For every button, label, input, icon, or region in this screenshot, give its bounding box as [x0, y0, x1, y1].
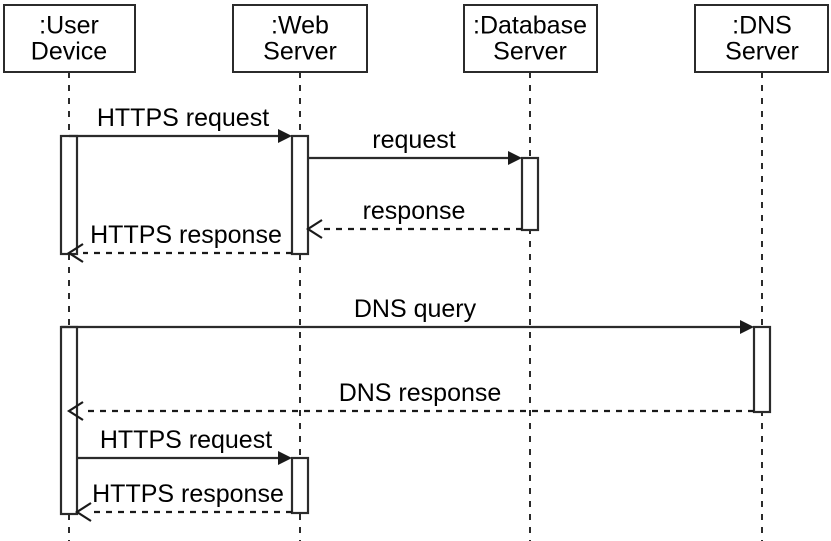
lifeline-box-group: :UserDevice:WebServer:DatabaseServer:DNS…	[3, 4, 829, 73]
message-label-msg-https-response-2: HTTPS response	[92, 480, 284, 508]
activation-rect-act-dns-1	[752, 325, 772, 414]
activation-act-dns-1	[752, 325, 772, 414]
activation-act-db-1	[520, 156, 540, 232]
activation-bar-group	[59, 134, 772, 516]
message-label-msg-request: request	[372, 126, 455, 154]
lifeline-label-line2-database-server: Server	[493, 38, 567, 66]
activation-rect-act-user-1	[59, 134, 79, 256]
lifeline-box-rect-web-server	[232, 4, 368, 73]
message-label-msg-response: response	[363, 197, 466, 225]
lifeline-label-line2-web-server: Server	[263, 38, 337, 66]
message-label-msg-https-request-2: HTTPS request	[100, 426, 272, 454]
lifeline-box-rect-user-device	[3, 4, 136, 73]
message-arrowhead-msg-request	[508, 151, 522, 165]
message-arrowhead-msg-https-request-1	[278, 129, 292, 143]
lifeline-label-line1-dns-server: :DNS	[732, 12, 792, 40]
activation-rect-act-web-1	[290, 134, 310, 256]
message-label-msg-https-request-1: HTTPS request	[97, 104, 269, 132]
activation-act-user-2	[59, 325, 79, 516]
lifeline-label-line1-user-device: :User	[39, 12, 99, 40]
activation-act-web-1	[290, 134, 310, 256]
message-arrow-group	[61, 129, 754, 522]
activation-rect-act-user-2	[59, 325, 79, 516]
activation-rect-act-web-2	[290, 456, 310, 515]
message-arrowhead-msg-https-response-2	[74, 502, 92, 522]
activation-act-web-2	[290, 456, 310, 515]
message-label-msg-dns-query: DNS query	[354, 295, 477, 323]
message-arrowhead-msg-response	[305, 219, 323, 239]
lifeline-label-line2-dns-server: Server	[725, 38, 799, 66]
activation-act-user-1	[59, 134, 79, 256]
lifeline-label-line1-web-server: :Web	[271, 12, 329, 40]
lifeline-box-rect-database-server	[463, 4, 598, 73]
message-arrowhead-msg-dns-query	[740, 320, 754, 334]
message-label-msg-dns-response: DNS response	[339, 379, 502, 407]
message-arrowhead-msg-https-request-2	[278, 451, 292, 465]
lifeline-box-rect-dns-server	[694, 4, 829, 73]
message-label-msg-https-response-1: HTTPS response	[90, 221, 282, 249]
lifeline-label-line1-database-server: :Database	[473, 12, 587, 40]
message-arrowhead-msg-dns-response	[66, 401, 84, 421]
lifeline-label-line2-user-device: Device	[31, 38, 107, 66]
activation-rect-act-db-1	[520, 156, 540, 232]
message-arrowhead-msg-https-response-1	[66, 243, 84, 263]
